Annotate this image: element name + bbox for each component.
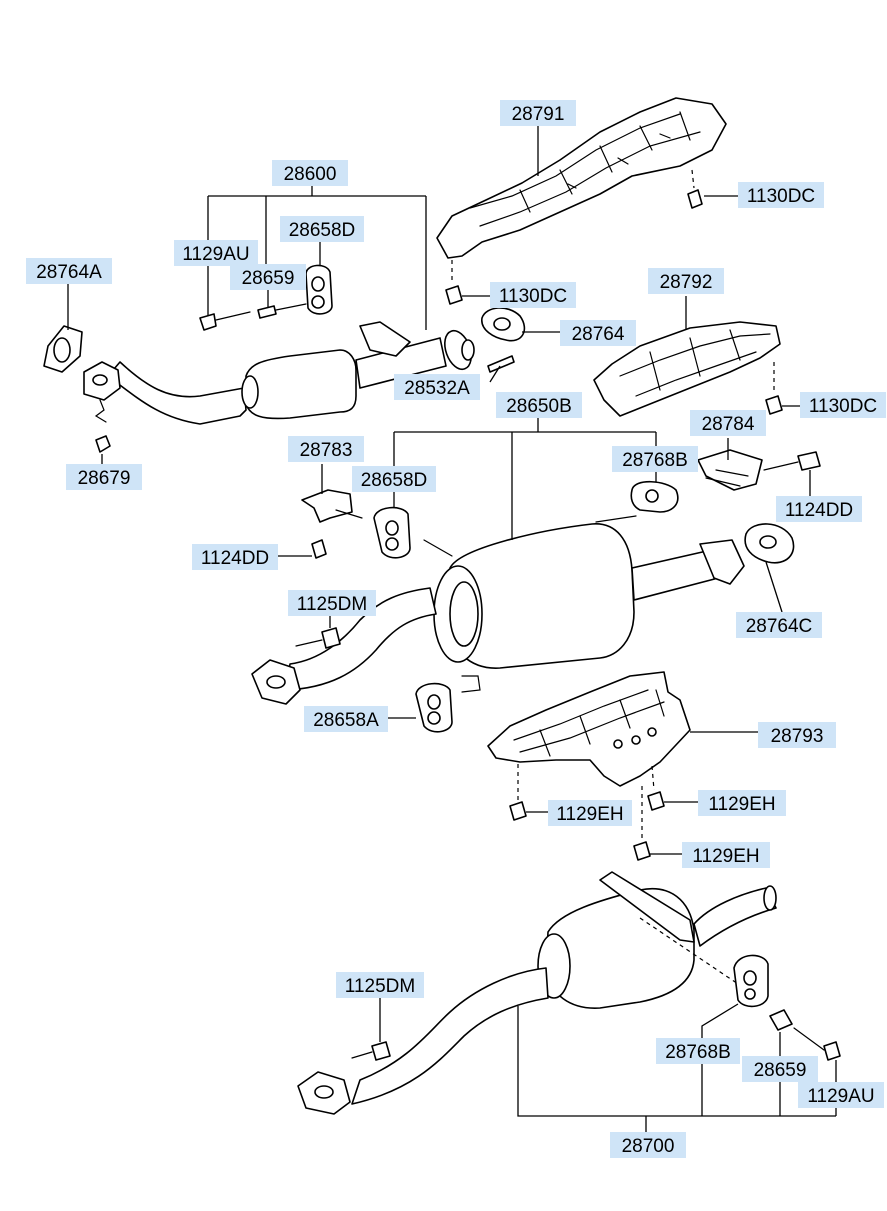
svg-text:28659: 28659 (754, 1060, 807, 1081)
callout-1124DD-b: 1124DD (776, 496, 862, 522)
callout-28784: 28784 (690, 410, 766, 436)
callout-1125DM-b: 1125DM (336, 972, 424, 998)
callout-1130DC-a: 1130DC (738, 182, 824, 208)
bolt-1129AU-bottom (793, 1027, 841, 1061)
svg-text:28658D: 28658D (361, 470, 428, 491)
hanger-28658D-center (373, 506, 411, 559)
callout-1129EH-a: 1129EH (548, 800, 632, 826)
callout-28679: 28679 (66, 464, 142, 490)
hanger-28768B-center (630, 480, 679, 513)
svg-text:1124DD: 1124DD (785, 500, 853, 521)
svg-text:28679: 28679 (78, 468, 131, 489)
svg-text:28658A: 28658A (313, 710, 379, 731)
svg-text:28791: 28791 (512, 104, 565, 125)
callout-28793: 28793 (758, 722, 836, 748)
bushing-28659-bottom (769, 1009, 793, 1031)
callout-1129AU-b: 1129AU (798, 1082, 884, 1108)
svg-text:28764A: 28764A (36, 262, 102, 283)
hanger-28768B-bottom (733, 954, 769, 1008)
svg-text:1125DM: 1125DM (297, 594, 367, 615)
gasket-28764A (43, 325, 83, 373)
svg-text:1130DC: 1130DC (747, 186, 815, 207)
bushing-28659-top (257, 303, 307, 319)
callout-28658A: 28658A (304, 706, 388, 732)
callout-1124DD-a: 1124DD (192, 544, 278, 570)
svg-text:28768B: 28768B (665, 1042, 731, 1063)
callout-28532A: 28532A (394, 374, 480, 400)
callout-1130DC-b: 1130DC (490, 282, 576, 308)
svg-text:1130DC: 1130DC (809, 396, 877, 417)
svg-text:1130DC: 1130DC (499, 286, 567, 307)
svg-text:28768B: 28768B (622, 450, 688, 471)
svg-text:28600: 28600 (284, 164, 337, 185)
callout-28764C: 28764C (736, 612, 822, 638)
callout-28658D-a: 28658D (280, 216, 364, 242)
callout-28764A: 28764A (26, 258, 112, 284)
callout-1129AU-a: 1129AU (174, 240, 258, 266)
svg-text:28532A: 28532A (404, 378, 470, 399)
svg-text:1124DD: 1124DD (201, 548, 269, 569)
bolt-1130DC-c (765, 395, 783, 415)
bracket-28783 (301, 489, 363, 523)
gasket-28764C (744, 523, 795, 564)
svg-text:1125DM: 1125DM (345, 976, 415, 997)
bolt-1130DC-b (445, 285, 463, 305)
heat-shield-28791 (436, 97, 727, 259)
bolt-1124DD-a (311, 539, 327, 559)
callout-28659-b: 28659 (742, 1056, 818, 1082)
callout-1125DM-a: 1125DM (288, 590, 376, 616)
bolt-1129EH-b (647, 791, 665, 811)
spring-bolt-28532A (487, 355, 515, 373)
callout-28768B-b: 28768B (656, 1038, 740, 1064)
svg-text:28764: 28764 (572, 324, 625, 345)
gasket-28764 (481, 307, 526, 342)
callout-28659-a: 28659 (230, 264, 306, 290)
bracket-28784 (697, 449, 763, 491)
svg-text:1129EH: 1129EH (708, 794, 775, 815)
callout-28792: 28792 (648, 268, 724, 294)
bolt-1130DC-a (687, 189, 703, 209)
svg-text:28783: 28783 (300, 440, 353, 461)
svg-text:1129EH: 1129EH (556, 804, 623, 825)
svg-text:1129AU: 1129AU (182, 244, 249, 265)
callout-28791: 28791 (500, 100, 576, 126)
callout-28768B-a: 28768B (612, 446, 698, 472)
svg-text:28793: 28793 (771, 726, 824, 747)
front-pipe-28600 (83, 321, 475, 425)
svg-text:28700: 28700 (622, 1136, 675, 1157)
svg-text:1129AU: 1129AU (807, 1086, 874, 1107)
bolt-1129EH-a (509, 801, 527, 821)
heat-shield-28793 (487, 671, 691, 787)
svg-text:1129EH: 1129EH (692, 846, 759, 867)
bolt-1125DM-a (295, 627, 341, 649)
svg-text:28650B: 28650B (506, 396, 572, 417)
callout-28658D-b: 28658D (352, 466, 436, 492)
callout-28783: 28783 (288, 436, 364, 462)
callout-28700: 28700 (610, 1132, 686, 1158)
svg-text:28792: 28792 (660, 272, 713, 293)
center-muffler-28650B (251, 515, 745, 705)
callout-28650B: 28650B (496, 392, 582, 418)
hanger-28658D-top (305, 264, 333, 315)
svg-text:28784: 28784 (702, 414, 755, 435)
svg-text:28658D: 28658D (289, 220, 356, 241)
bolt-1124DD-b (763, 451, 821, 471)
callout-1129EH-c: 1129EH (682, 842, 770, 868)
bolt-1129EH-c (633, 841, 651, 861)
bolt-1125DM-b (351, 1041, 391, 1061)
main-muffler-28700 (297, 871, 777, 1115)
hanger-28658A (415, 682, 453, 733)
nut-28679 (95, 435, 111, 453)
callout-28600: 28600 (272, 160, 348, 186)
svg-text:28659: 28659 (242, 268, 295, 289)
heat-shield-28792 (593, 321, 781, 417)
svg-text:28764C: 28764C (746, 616, 813, 637)
callout-28764: 28764 (560, 320, 636, 346)
bolt-1129AU-top (199, 311, 251, 331)
callout-1130DC-c: 1130DC (800, 392, 886, 418)
leader-lines (67, 124, 837, 1134)
callout-1129EH-b: 1129EH (698, 790, 786, 816)
